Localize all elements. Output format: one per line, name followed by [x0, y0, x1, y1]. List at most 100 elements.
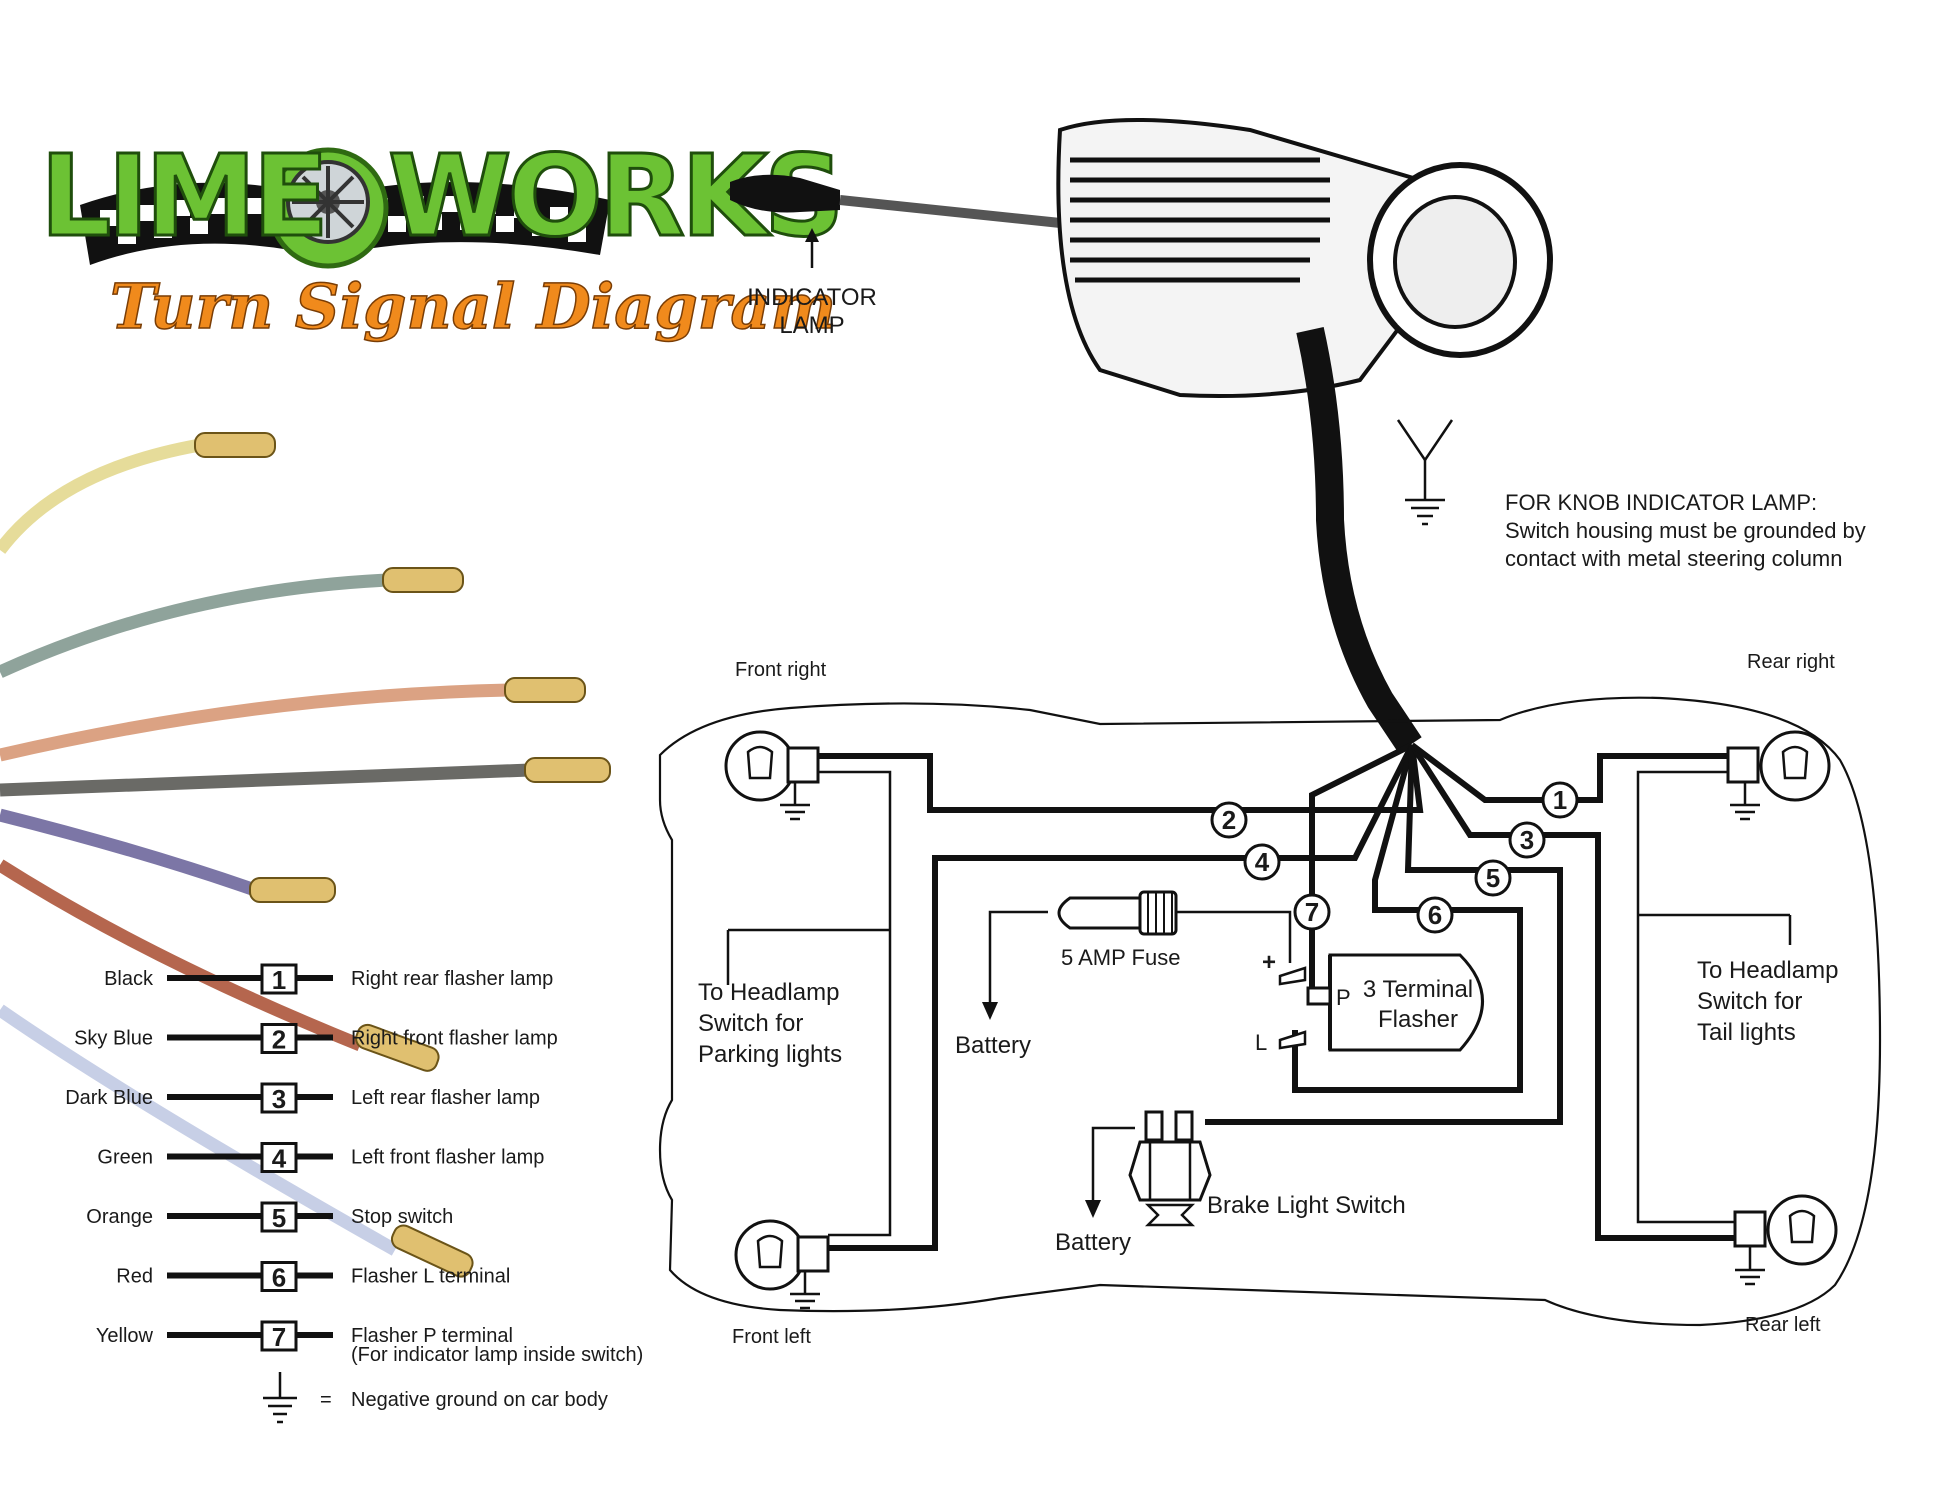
legend-description: Stop switch [351, 1206, 453, 1228]
bullet-connector [524, 757, 611, 783]
legend-number-box [260, 1142, 298, 1173]
rear-left-label: Rear left [1745, 1314, 1821, 1336]
svg-text:5: 5 [1486, 863, 1500, 893]
flasher-unit [1278, 953, 1484, 1052]
legend-color-name: Black [104, 968, 154, 990]
logo: LIME WORKS Turn Signal Diagram [39, 131, 846, 344]
legend-number: 7 [272, 1322, 286, 1352]
battery-label: Battery [955, 1032, 1031, 1059]
tail-lights-label-3: Tail lights [1697, 1019, 1796, 1046]
brake-switch-label: Brake Light Switch [1207, 1192, 1406, 1219]
wire-number-2: 2 [1210, 801, 1248, 839]
bullet-connector [382, 567, 464, 593]
ground-legend-equals: = [320, 1389, 332, 1411]
parking-lights-label-3: Parking lights [698, 1041, 842, 1068]
bullet-connector [249, 877, 336, 903]
svg-text:4: 4 [1255, 847, 1270, 877]
car-body-outline [658, 696, 1882, 1327]
wire-number-6: 6 [1416, 896, 1454, 934]
bullet-connector [194, 432, 276, 458]
legend-row: Yellow 7 Flasher P terminal [96, 1320, 513, 1352]
legend-number-box [260, 1261, 298, 1292]
checkered-flag-banner [80, 182, 610, 265]
front-right-label: Front right [735, 659, 827, 681]
grounding-note: FOR KNOB INDICATOR LAMP: Switch housing … [1505, 490, 1866, 571]
legend-row: Orange 5 Stop switch [86, 1201, 453, 1233]
legend-color-name: Red [116, 1266, 153, 1288]
brake-light-switch [1128, 1110, 1212, 1227]
legend-description: Right front flasher lamp [351, 1028, 558, 1050]
svg-text:6: 6 [1428, 900, 1442, 930]
lamp-rear-right [1726, 730, 1831, 821]
flasher-plus-label: + [1262, 949, 1276, 976]
wire-number-1: 1 [1541, 781, 1579, 819]
svg-text:1: 1 [1553, 785, 1567, 815]
wire-salmon [0, 683, 511, 762]
flasher-p-label: P [1336, 985, 1351, 1010]
svg-text:2: 2 [1222, 805, 1236, 835]
legend-number-box [260, 1201, 298, 1233]
ground-legend-text: Negative ground on car body [351, 1389, 608, 1411]
wire-purple [0, 808, 258, 897]
lamp-front-right [724, 730, 820, 821]
legend-number: 2 [272, 1025, 286, 1055]
parking-lights-label: To Headlamp [698, 979, 839, 1006]
wiring [726, 742, 1792, 1251]
rear-right-label: Rear right [1747, 651, 1835, 673]
indicator-lamp-label-2: LAMP [779, 312, 844, 339]
lamp-rear-left [1733, 1194, 1838, 1286]
legend-description: Left rear flasher lamp [351, 1087, 540, 1109]
legend-number-box [260, 1082, 298, 1114]
note-line-1: FOR KNOB INDICATOR LAMP: [1505, 490, 1817, 515]
flasher-l-label: L [1255, 1030, 1267, 1055]
legend-color-name: Yellow [96, 1325, 154, 1347]
bullet-connector [390, 1224, 474, 1278]
lamp-front-left [734, 1219, 830, 1310]
tail-lights-label-2: Switch for [1697, 988, 1802, 1015]
legend-number: 5 [272, 1203, 286, 1233]
indicator-lamp-knob [730, 174, 840, 213]
ground-legend: = Negative ground on car body [263, 1372, 608, 1424]
legend-description: Right rear flasher lamp [351, 968, 553, 990]
note-line-2: Switch housing must be grounded by [1505, 518, 1866, 543]
wire-yellow [0, 438, 202, 554]
legend-number-box [260, 963, 298, 995]
legend-row: Sky Blue 2 Right front flasher lamp [74, 1023, 558, 1055]
wire-number-bubbles: 1 2 3 4 5 6 7 [1210, 781, 1579, 934]
wire-rust [0, 859, 363, 1052]
logo-brand-lettering: LIME [40, 132, 325, 262]
switch-lever [839, 195, 1071, 229]
legend-description: Flasher P terminal [351, 1325, 513, 1347]
wire-number-4: 4 [1243, 843, 1281, 881]
bullet-connector [355, 1023, 440, 1072]
legend-number: 6 [272, 1263, 286, 1293]
battery-label-2: Battery [1055, 1229, 1131, 1256]
svg-text:7: 7 [1305, 897, 1319, 927]
tail-lights-label: To Headlamp [1697, 957, 1838, 984]
legend-number: 1 [272, 965, 286, 995]
wire-gray-green [0, 573, 389, 678]
legend-number: 3 [272, 1084, 286, 1114]
wire-number-3: 3 [1508, 821, 1546, 859]
logo-subtitle: Turn Signal Diagram [110, 270, 836, 343]
legend-number-box [260, 1320, 298, 1352]
indicator-lamp-label: INDICATOR [747, 284, 877, 311]
parking-lights-label-2: Switch for [698, 1010, 803, 1037]
bullet-connector [504, 677, 586, 703]
flasher-label-2: Flasher [1378, 1006, 1458, 1033]
ground-icon [263, 1396, 297, 1424]
legend-number-box [260, 1023, 298, 1054]
wire-harness [1296, 326, 1422, 753]
legend-color-name: Sky Blue [74, 1028, 153, 1050]
lime-wheel-icon [267, 147, 389, 269]
legend-description: Left front flasher lamp [351, 1147, 544, 1169]
flasher-label: 3 Terminal [1363, 976, 1473, 1003]
legend-row: Black 1 Right rear flasher lamp [104, 963, 553, 995]
wire-samples [0, 432, 611, 1278]
legend-color-name: Orange [86, 1206, 153, 1228]
